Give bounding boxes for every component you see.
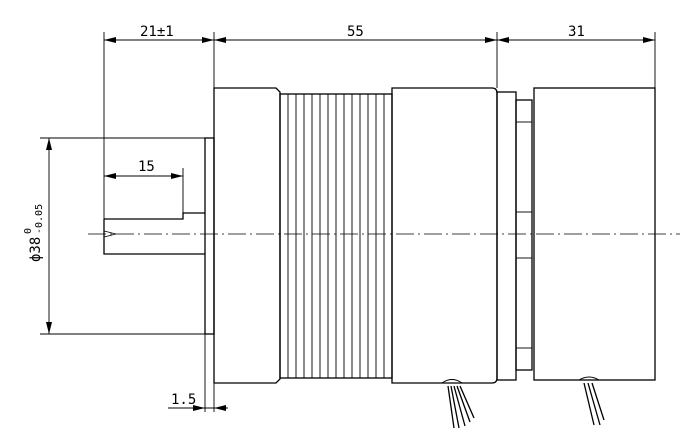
lead-wires-rear: [578, 376, 605, 426]
front-end-bell: [213, 87, 281, 384]
rear-end-bell: [391, 87, 498, 384]
dimension-rear-housing: 31: [497, 24, 656, 88]
flange: [204, 137, 215, 335]
label-pilot-diameter-upper-tolerance: 0: [23, 228, 34, 234]
stator-fins: [279, 93, 393, 379]
label-flange-thickness: 1.5: [171, 392, 196, 408]
label-motor-body: 55: [347, 24, 364, 40]
lead-wires-body: [441, 379, 475, 429]
spacer: [496, 91, 533, 381]
dimension-shaft-extension: 21±1: [103, 24, 215, 219]
label-pilot-diameter-lower-tolerance: -0.05: [34, 204, 45, 234]
dimension-pilot-diameter: ϕ38 0 -0.05: [23, 137, 205, 335]
rear-housing: [533, 87, 656, 381]
dimension-shaft-key: 15: [104, 159, 184, 213]
dimension-flange-thickness: 1.5: [168, 334, 228, 412]
label-shaft-key: 15: [138, 159, 155, 175]
label-rear-housing: 31: [568, 24, 585, 40]
shaft: [103, 212, 205, 255]
label-pilot-diameter: ϕ38: [28, 237, 44, 262]
label-shaft-extension: 21±1: [140, 24, 174, 40]
dimension-motor-body: 55: [214, 24, 498, 88]
